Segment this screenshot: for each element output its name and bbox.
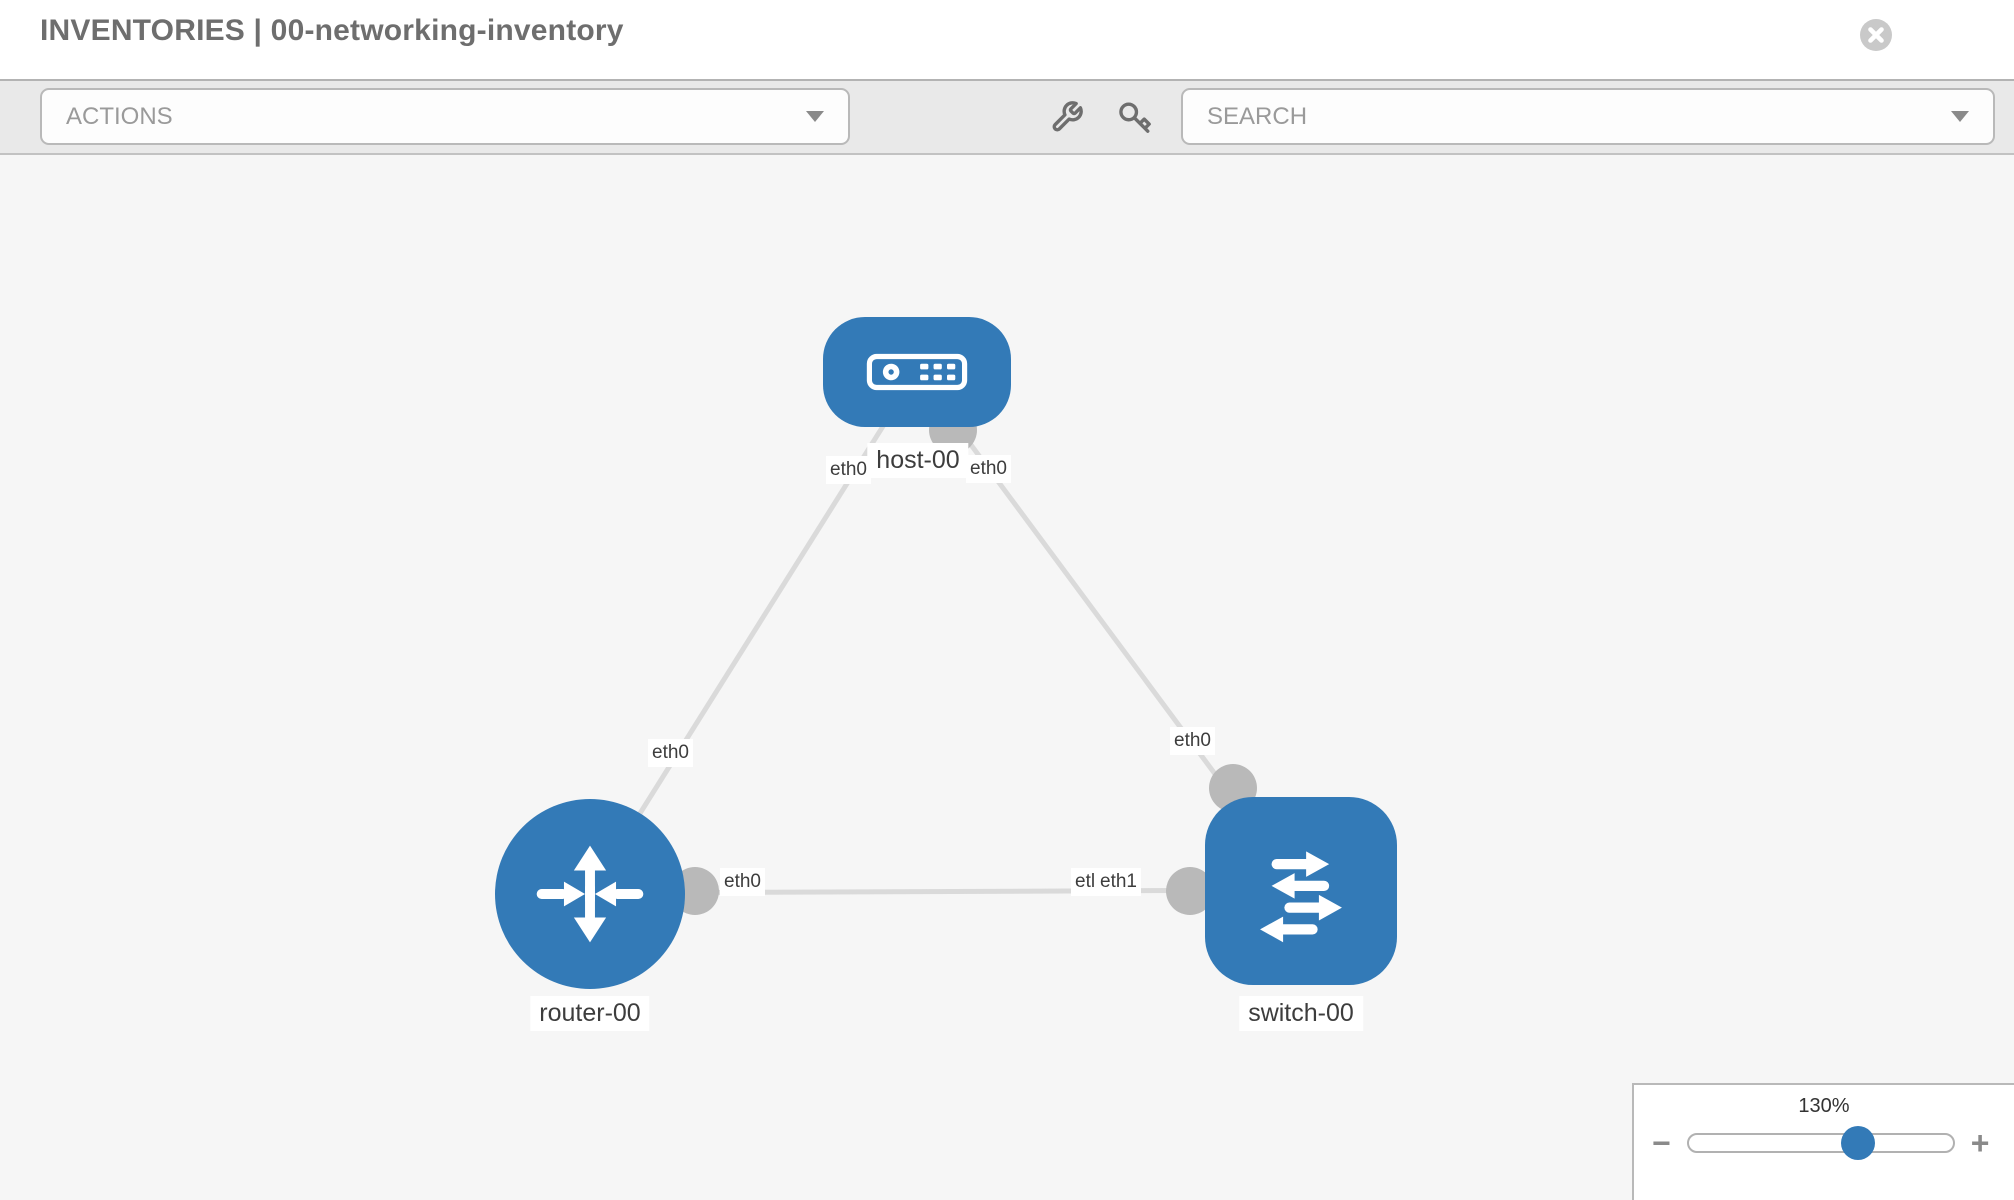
interface-label-host-eth0-right: eth0 (966, 455, 1011, 483)
interface-label-switch-eth0: eth0 (1170, 727, 1215, 755)
node-label-host-00: host-00 (867, 443, 969, 479)
zoom-out-button[interactable]: − (1648, 1127, 1675, 1159)
node-switch-00[interactable] (1205, 797, 1397, 985)
interface-label-router-eth0-up: eth0 (648, 739, 693, 767)
node-label-switch-00: switch-00 (1239, 996, 1363, 1032)
zoom-in-button[interactable]: + (1967, 1127, 1994, 1159)
search-combobox[interactable]: SEARCH (1181, 88, 1995, 145)
actions-dropdown[interactable]: ACTIONS (40, 88, 850, 145)
actions-dropdown-label: ACTIONS (66, 102, 173, 130)
caret-down-icon (1951, 111, 1969, 122)
zoom-level: 130% (1798, 1095, 1850, 1117)
topology-canvas[interactable]: host-00 router-00 switch-00 eth0 eth0 et… (0, 155, 2014, 1200)
node-host-00[interactable] (823, 317, 1011, 427)
zoom-panel: 130% − + (1632, 1083, 2014, 1200)
interface-label-overlap-fragment: etl (1071, 868, 1100, 896)
close-icon (1860, 19, 1892, 51)
caret-down-icon (806, 111, 824, 122)
window-header: INVENTORIES | 00-networking-inventory (0, 0, 2014, 79)
wrench-icon (1052, 101, 1083, 132)
host-icon (866, 353, 968, 391)
interface-label-switch-eth1: eth1 (1096, 868, 1141, 896)
interface-label-host-eth0-left: eth0 (826, 456, 871, 484)
configure-button[interactable] (1044, 94, 1090, 140)
key-icon (1119, 102, 1151, 133)
switch-icon (1260, 851, 1342, 943)
credentials-button[interactable] (1112, 94, 1158, 140)
topology-edges (587, 370, 1304, 915)
zoom-slider[interactable] (1686, 1126, 1955, 1160)
page-title: INVENTORIES | 00-networking-inventory (40, 14, 624, 47)
node-label-router-00: router-00 (530, 996, 650, 1032)
search-placeholder: SEARCH (1207, 102, 1308, 130)
router-icon (536, 845, 644, 943)
close-button[interactable] (1859, 18, 1893, 52)
interface-label-router-eth0: eth0 (720, 868, 765, 896)
toolbar: ACTIONS SEARCH (0, 79, 2014, 155)
interface-dot-switch-eth1 (1166, 867, 1214, 915)
zoom-slider-thumb[interactable] (1840, 1126, 1875, 1160)
node-router-00[interactable] (495, 799, 685, 989)
